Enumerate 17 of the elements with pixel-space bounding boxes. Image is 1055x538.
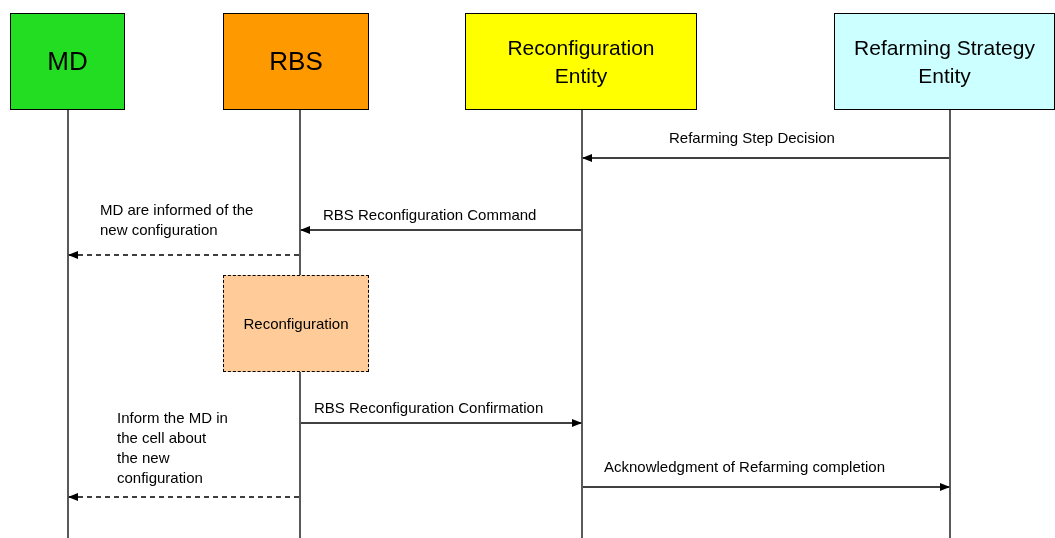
node-label: MD [47, 44, 88, 78]
message-label: MD are informed of the new configuration [100, 200, 255, 240]
message-arrow [68, 251, 300, 259]
node-label: RBS [269, 44, 323, 78]
node-label: Reconfiguration Entity [506, 35, 656, 89]
message-arrow [300, 226, 582, 234]
message-arrow [68, 493, 300, 501]
message-label: RBS Reconfiguration Confirmation [314, 398, 544, 418]
message-label: Acknowledgment of Refarming completion [604, 457, 885, 477]
message-arrow [582, 483, 950, 491]
node-label: Reconfiguration [243, 313, 349, 334]
message-arrow [300, 419, 582, 427]
message-label: Inform the MD in the cell about the new configuration [117, 408, 229, 488]
node-label: Refarming Strategy Entity [853, 35, 1036, 89]
message-label: Refarming Step Decision [669, 128, 835, 148]
message-label: RBS Reconfiguration Command [323, 205, 537, 225]
message-arrow [582, 154, 950, 162]
